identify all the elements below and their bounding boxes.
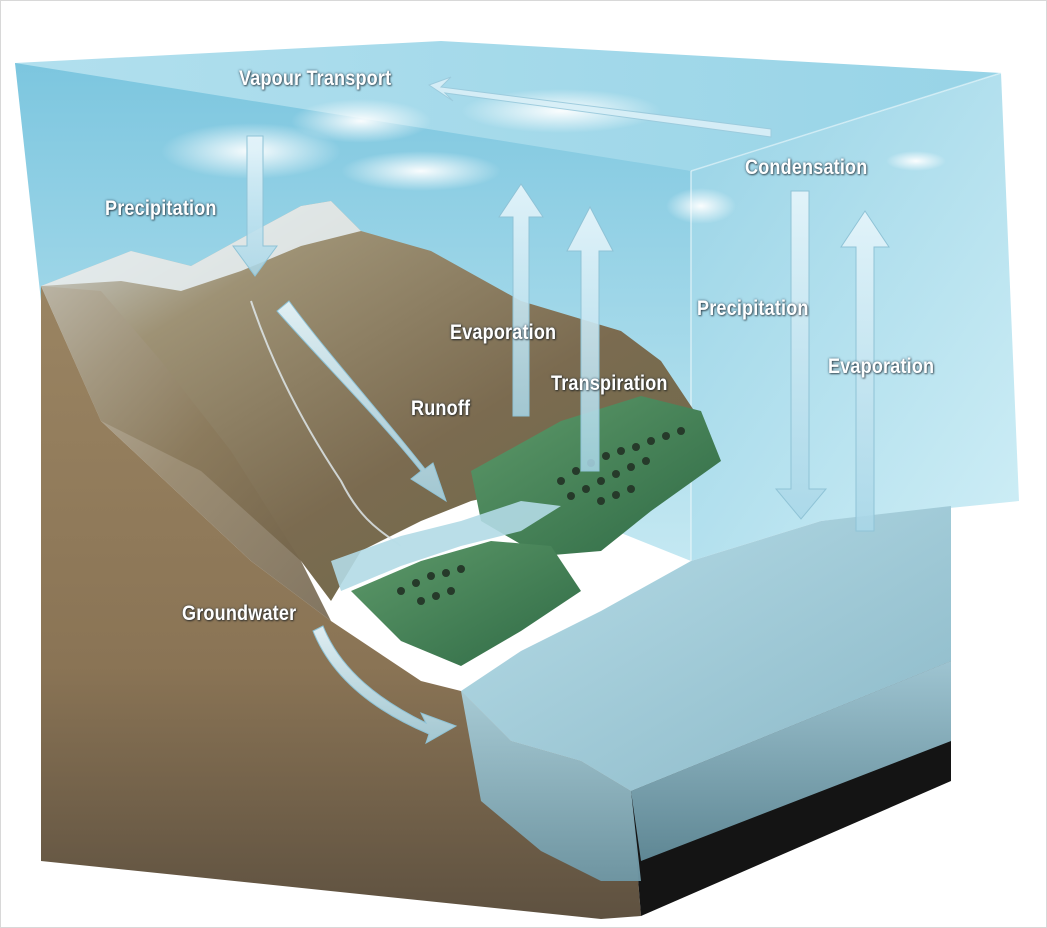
evaporation-arrow-center — [498, 183, 544, 417]
label-groundwater: Groundwater — [182, 602, 297, 625]
label-precipitation-left: Precipitation — [105, 197, 217, 220]
mountain-rock-face — [41, 201, 701, 601]
cloud — [291, 99, 431, 143]
label-transpiration: Transpiration — [551, 372, 668, 395]
precipitation-arrow-left — [232, 135, 278, 277]
label-precipitation-right: Precipitation — [697, 297, 809, 320]
cloud — [886, 151, 946, 171]
stream — [250, 300, 402, 547]
clouds — [161, 89, 946, 224]
mountain-cliff — [41, 286, 331, 621]
label-vapour-transport: Vapour Transport — [239, 67, 392, 90]
forest-lower — [351, 541, 581, 666]
vapour-transport-arrow — [427, 76, 772, 138]
label-evaporation-center: Evaporation — [450, 321, 557, 344]
mountain — [41, 201, 701, 621]
precipitation-arrow-right — [774, 190, 828, 520]
ocean-front-face — [461, 691, 641, 881]
cloud — [666, 188, 736, 224]
mountain-snow — [41, 201, 361, 291]
river — [331, 501, 561, 591]
label-condensation: Condensation — [745, 156, 868, 179]
cloud — [341, 151, 501, 191]
ocean-side-face — [631, 661, 951, 861]
label-runoff: Runoff — [411, 397, 471, 420]
evaporation-arrow-right — [840, 210, 890, 532]
ocean-surface — [461, 506, 951, 791]
runoff-arrow — [276, 300, 447, 503]
sky-top-edge — [690, 72, 1002, 172]
sky-right-face — [691, 73, 1019, 561]
transpiration-arrow — [566, 205, 614, 472]
water-body — [331, 501, 951, 881]
label-evaporation-right: Evaporation — [828, 355, 935, 378]
groundwater-arrow — [312, 625, 458, 745]
process-arrows — [232, 76, 890, 745]
